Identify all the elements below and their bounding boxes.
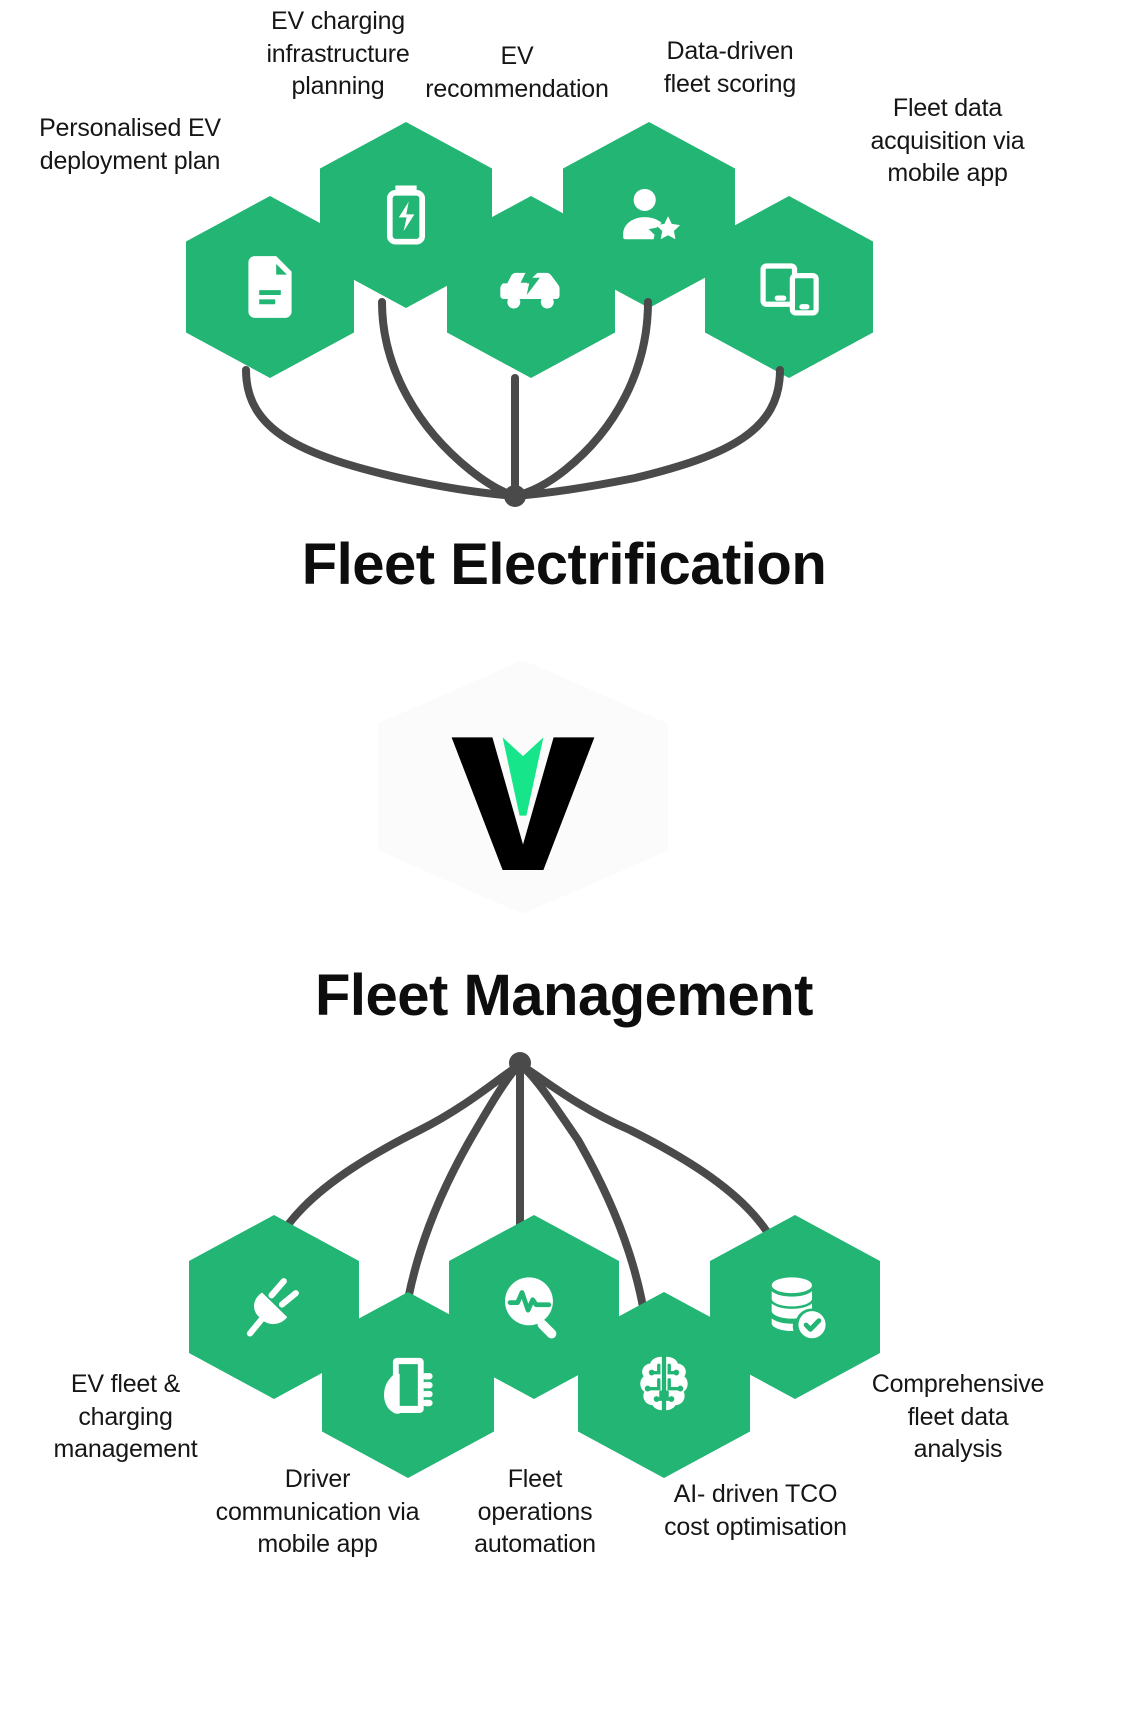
- node-label-fleet-data-acquisition-via-mobile-app: Fleet data acquisition via mobile app: [840, 92, 1055, 190]
- devices-icon: [752, 250, 826, 324]
- label-text: EV fleet & charging management: [53, 1370, 198, 1463]
- node-label-personalised-ev-deployment-plan: Personalised EV deployment plan: [10, 112, 250, 177]
- v-logo-icon: [433, 700, 613, 875]
- node-label-fleet-operations-automation: Fleet operations automation: [450, 1463, 620, 1561]
- label-text: AI- driven TCO cost optimisation: [664, 1480, 847, 1541]
- node-label-ev-charging-infrastructure-planning: EV charging infrastructure planning: [238, 5, 438, 103]
- label-text: Personalised EV deployment plan: [39, 114, 221, 175]
- ai-brain-icon: [624, 1345, 704, 1425]
- brand-logo-hexagon: [378, 660, 668, 914]
- person-star-icon: [609, 175, 689, 255]
- label-text: Data-driven fleet scoring: [663, 37, 797, 98]
- battery-charging-icon: [370, 179, 442, 251]
- node-label-ev-recommendation: EV recommendation: [412, 40, 622, 105]
- node-label-driver-communication-via-mobile-app: Driver communication via mobile app: [200, 1463, 435, 1561]
- magnifier-pulse-icon: [493, 1266, 575, 1348]
- power-plug-icon: [234, 1267, 314, 1347]
- node-label-ev-fleet-charging-management: EV fleet & charging management: [18, 1368, 233, 1466]
- section-title-fleet-management: Fleet Management: [315, 963, 814, 1028]
- node-label-ai-driven-tco-cost-optimisation: AI- driven TCO cost optimisation: [648, 1478, 863, 1543]
- hand-phone-icon: [368, 1345, 448, 1425]
- label-text: EV recommendation: [425, 42, 609, 103]
- label-text: Fleet data acquisition via mobile app: [870, 94, 1025, 187]
- database-check-icon: [754, 1266, 836, 1348]
- node-label-comprehensive-fleet-data-analysis: Comprehensive fleet data analysis: [858, 1368, 1058, 1466]
- node-label-data-driven-fleet-scoring: Data-driven fleet scoring: [630, 35, 830, 100]
- label-text: Fleet operations automation: [474, 1465, 596, 1558]
- label-text: EV charging infrastructure planning: [266, 7, 410, 100]
- label-text: Comprehensive fleet data analysis: [871, 1370, 1045, 1463]
- section-title-fleet-electrification: Fleet Electrification: [301, 532, 827, 597]
- label-text: Driver communication via mobile app: [215, 1465, 420, 1558]
- document-icon: [233, 250, 307, 324]
- electric-car-icon: [488, 244, 574, 330]
